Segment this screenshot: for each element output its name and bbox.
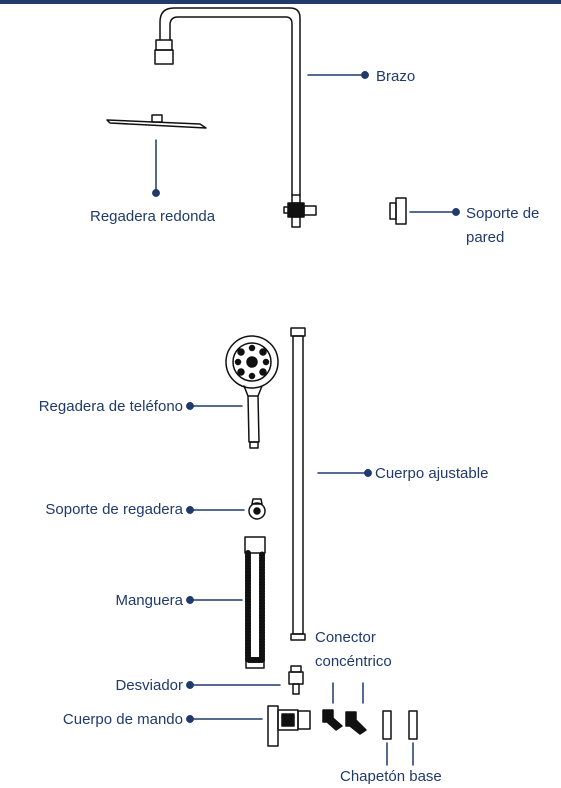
label-cuerpo-ajustable: Cuerpo ajustable (375, 465, 489, 482)
handheld-shower-part (225, 335, 279, 449)
label-conector-line2: concéntrico (315, 653, 392, 670)
label-soporte-regadera: Soporte de regadera (45, 501, 183, 518)
label-brazo: Brazo (376, 68, 416, 85)
label-conector-line1: Conector (315, 629, 376, 646)
adjustable-body-part (290, 327, 306, 641)
top-accent-bar (0, 0, 561, 4)
wall-support-part (389, 197, 407, 225)
label-desviador: Desviador (115, 677, 183, 694)
label-soporte-pared-line1: Soporte de (466, 205, 540, 222)
arm-part (154, 7, 317, 228)
label-cuerpo-mando: Cuerpo de mando (62, 711, 183, 728)
shower-holder-part (248, 498, 266, 520)
label-regadera-telefono: Regadera de teléfono (38, 398, 183, 415)
leader-dots (152, 71, 460, 723)
leader-lines (155, 74, 457, 766)
hose-part (244, 536, 266, 669)
control-body-part (267, 705, 311, 747)
concentric-connector-part (322, 709, 367, 735)
label-regadera-redonda: Regadera redonda (90, 208, 216, 225)
label-soporte-pared-line2: pared (466, 229, 505, 246)
label-manguera: Manguera (115, 592, 183, 609)
label-chapeton-base: Chapetón base (340, 768, 442, 785)
base-escutcheon-part (382, 710, 418, 740)
round-shower-head-part (106, 114, 207, 129)
diverter-part (288, 665, 304, 695)
